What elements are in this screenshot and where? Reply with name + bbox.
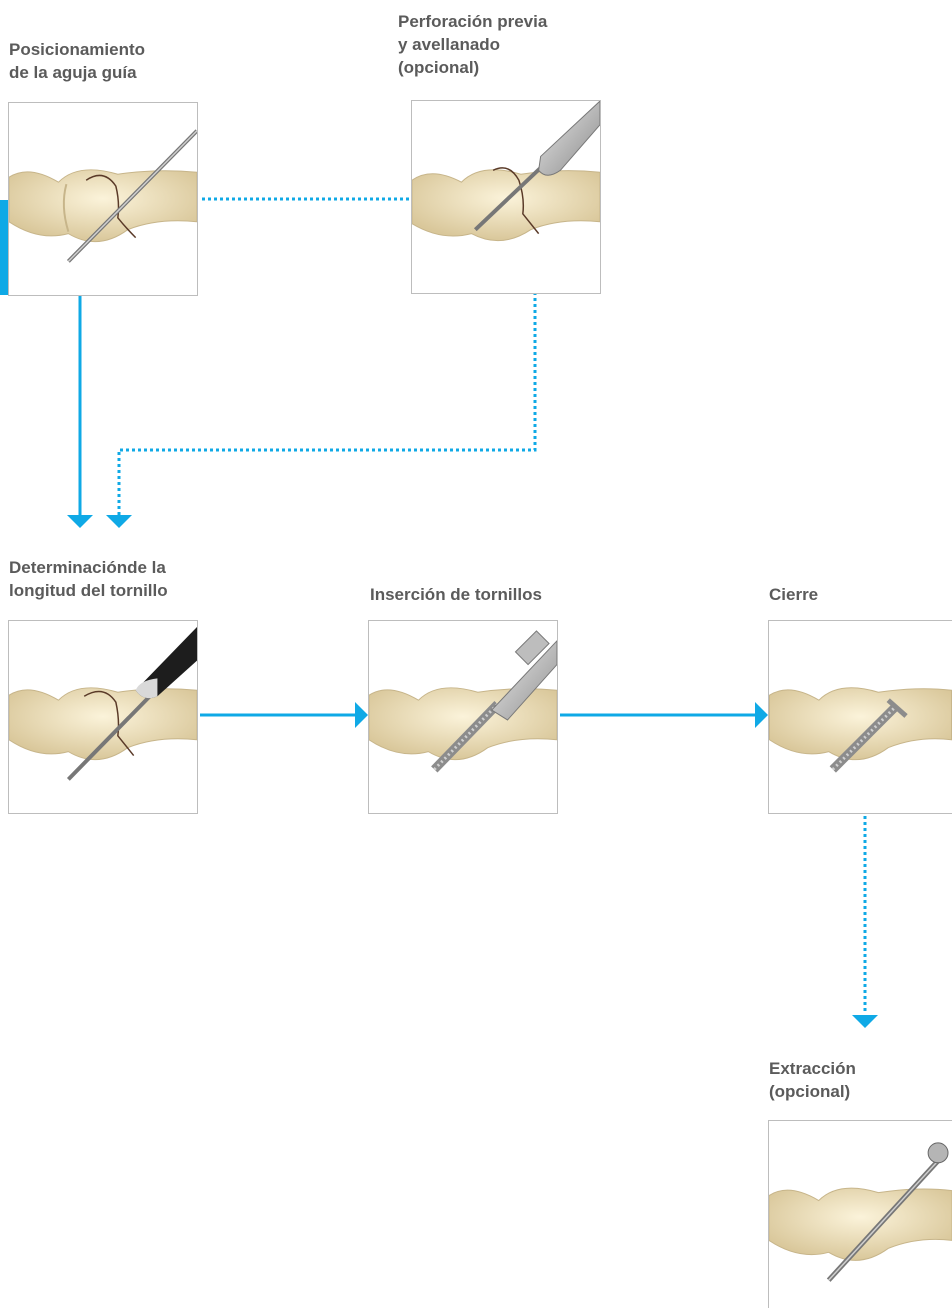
step-label-guide: Posicionamiento de la aguja guía [9,38,145,84]
step-image-predrill [411,100,601,294]
step-label-removal: Extracción (opcional) [769,1057,856,1103]
arrowhead-measure-insert [355,702,368,728]
bone-depth-gauge-icon [9,621,197,813]
step-image-measure [8,620,198,814]
arrowhead-insert-closure [755,702,768,728]
bone-closure-icon [769,621,952,813]
step-label-insert: Inserción de tornillos [370,583,542,606]
bone-screw-removal-icon [769,1121,952,1308]
step-label-closure: Cierre [769,583,818,606]
arrowhead-guide-measure [67,515,93,528]
step-image-insert [368,620,558,814]
step-image-closure [768,620,952,814]
step-image-guide [8,102,198,296]
bone-screw-insertion-icon [369,621,557,813]
bone-guide-wire-icon [9,103,197,295]
connector-predrill-measure [119,292,535,516]
step-label-measure: Determinaciónde la longitud del tornillo [9,556,168,602]
step-image-removal [768,1120,952,1308]
arrowhead-closure-removal [852,1015,878,1028]
bone-predrill-countersink-icon [412,101,600,293]
step-label-predrill: Perforación previa y avellanado (opciona… [398,10,547,79]
arrowhead-predrill-measure [106,515,132,528]
